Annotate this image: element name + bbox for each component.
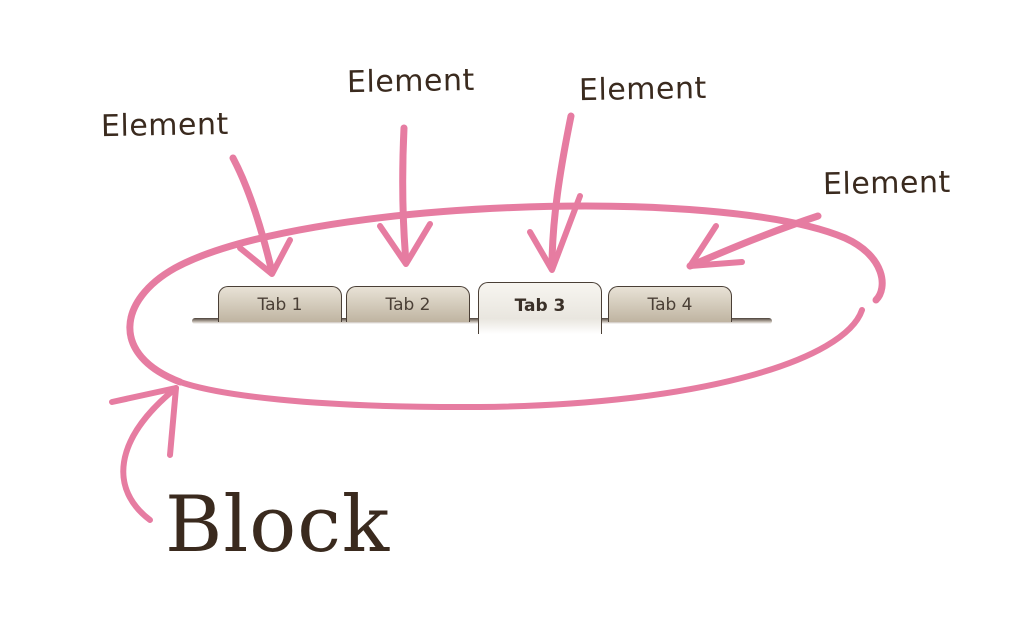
block-arrow bbox=[120, 385, 179, 523]
block-outline-lower bbox=[167, 307, 865, 411]
element-arrowhead-4 bbox=[687, 223, 745, 269]
element-label: Element bbox=[822, 164, 952, 203]
tab-4[interactable]: Tab 4 bbox=[608, 286, 732, 322]
element-arrowhead-1 bbox=[237, 237, 293, 277]
element-label: Element bbox=[100, 106, 230, 145]
tab-bar: Tab 1 Tab 2 Tab 3 Tab 4 bbox=[192, 282, 772, 342]
tab-2[interactable]: Tab 2 bbox=[346, 286, 470, 322]
tab-3-active[interactable]: Tab 3 bbox=[478, 282, 602, 334]
block-arrowhead bbox=[109, 385, 179, 458]
element-arrow-1 bbox=[229, 154, 276, 276]
element-arrowhead-2 bbox=[377, 221, 433, 267]
block-outline bbox=[126, 202, 886, 386]
element-label: Element bbox=[578, 70, 708, 109]
element-arrowhead-3 bbox=[527, 193, 583, 273]
element-arrow-4 bbox=[686, 212, 822, 270]
element-arrow-2 bbox=[399, 124, 410, 266]
element-label: Element bbox=[346, 62, 476, 101]
block-label: Block bbox=[165, 480, 391, 570]
element-arrow-3 bbox=[548, 112, 575, 272]
tab-1[interactable]: Tab 1 bbox=[218, 286, 342, 322]
